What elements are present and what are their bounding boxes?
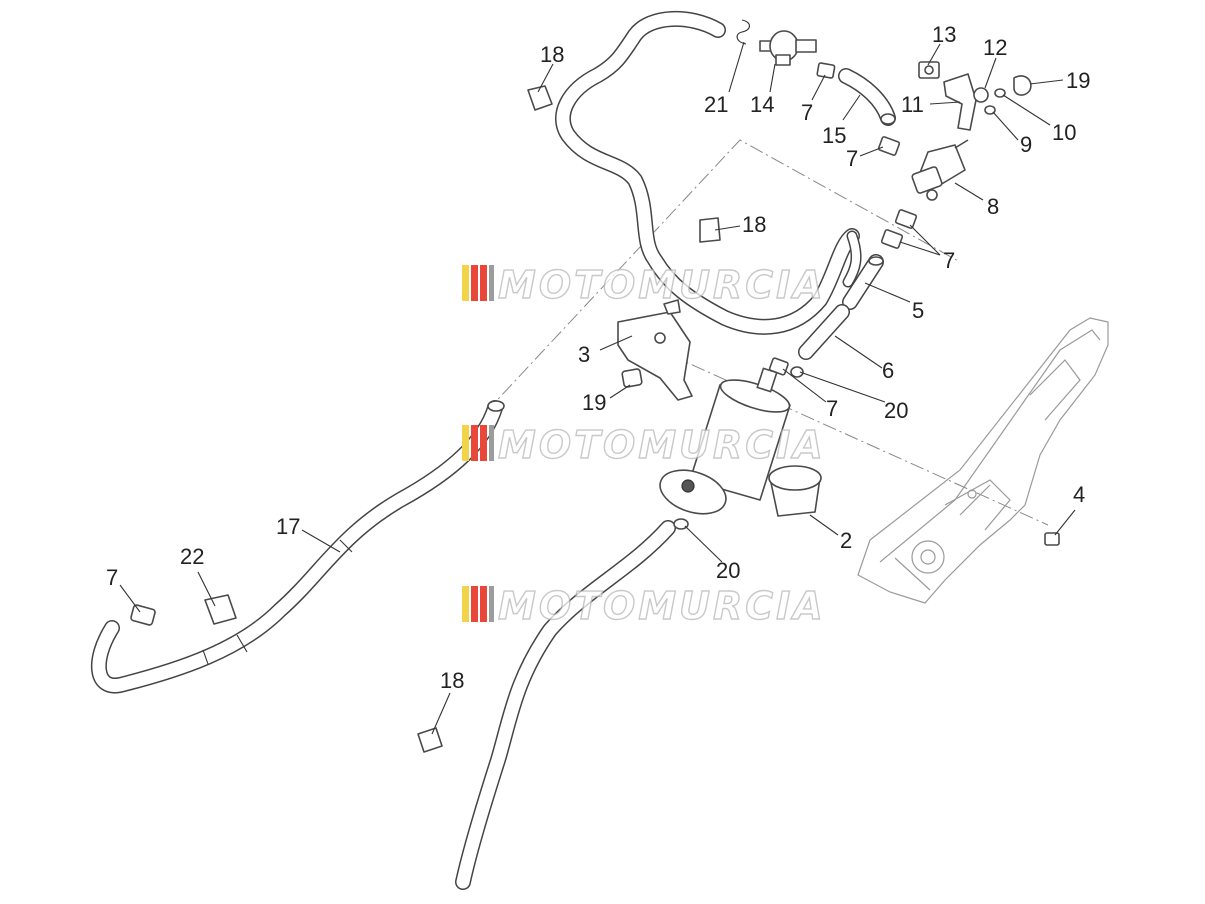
- watermark-top: MOTOMURCIA: [462, 262, 826, 308]
- watermark-bottom: MOTOMURCIA: [462, 583, 826, 629]
- callout-22: 22: [180, 544, 204, 569]
- fasteners-upper-right: [973, 75, 1032, 115]
- watermark-stripe-3: [480, 265, 487, 301]
- spring-clip-21: [736, 19, 751, 45]
- watermark-stripe-1: [462, 425, 469, 461]
- watermark-stripe-4: [489, 425, 494, 461]
- callout-8: 8: [987, 194, 999, 219]
- callout-7-right: 7: [943, 248, 955, 273]
- watermark-stripe-3: [480, 586, 487, 622]
- callout-6: 6: [882, 358, 894, 383]
- watermark-stripe-1: [462, 265, 469, 301]
- callout-21: 21: [704, 92, 728, 117]
- support-cup-2: [768, 465, 822, 517]
- leader-lines: [119, 41, 1076, 735]
- callout-labels: 18 21 14 7 15 13 12 19 11 10 9 7 8 18 7 …: [106, 22, 1090, 693]
- valve-14: [759, 30, 817, 66]
- watermark-stripe-2: [471, 425, 478, 461]
- solenoid-valve-8: [911, 139, 969, 201]
- watermark-text: MOTOMURCIA: [498, 423, 826, 467]
- watermark-middle: MOTOMURCIA: [462, 422, 826, 468]
- callout-18-mid: 18: [742, 212, 766, 237]
- callout-5: 5: [912, 298, 924, 323]
- bracket-3: [617, 299, 693, 401]
- callout-3: 3: [578, 342, 590, 367]
- upper-loop-hose: [555, 11, 862, 335]
- watermark-stripe-2: [471, 265, 478, 301]
- watermark-stripe-2: [471, 586, 478, 622]
- hose-17: [90, 400, 505, 694]
- callout-10: 10: [1052, 120, 1076, 145]
- callout-7-canister: 7: [826, 396, 838, 421]
- callout-9: 9: [1020, 132, 1032, 157]
- callout-14: 14: [750, 92, 774, 117]
- hose-15: [838, 68, 896, 126]
- watermark-stripe-3: [480, 425, 487, 461]
- callout-19-top: 19: [1066, 68, 1090, 93]
- watermark-stripe-1: [462, 586, 469, 622]
- lower-hose: [455, 520, 676, 890]
- clamp-19: [621, 368, 643, 388]
- callout-19-lower: 19: [582, 390, 606, 415]
- callout-13: 13: [932, 22, 956, 47]
- bolt-4: [1044, 532, 1060, 546]
- hose-6: [798, 304, 850, 360]
- rings-20: [673, 366, 804, 530]
- connector-22: [204, 594, 237, 625]
- watermark-text: MOTOMURCIA: [498, 263, 826, 307]
- callout-7-mid: 7: [846, 146, 858, 171]
- callout-15: 15: [822, 123, 846, 148]
- callout-12: 12: [983, 35, 1007, 60]
- hose-clamps: [130, 62, 918, 626]
- frame-bracket: [857, 317, 1109, 604]
- callout-7-left: 7: [106, 565, 118, 590]
- watermark-stripe-4: [489, 586, 494, 622]
- callout-17: 17: [276, 514, 300, 539]
- callout-7-top: 7: [801, 100, 813, 125]
- callout-2: 2: [840, 528, 852, 553]
- watermark-text: MOTOMURCIA: [498, 584, 826, 628]
- charcoal-canister: [659, 367, 791, 515]
- reference-lines: [485, 139, 1049, 526]
- callout-18-bottom: 18: [440, 668, 464, 693]
- callout-18-top: 18: [540, 42, 564, 67]
- callout-20-top: 20: [884, 398, 908, 423]
- callout-4: 4: [1073, 482, 1085, 507]
- watermark-stripe-4: [489, 265, 494, 301]
- callout-20-lower: 20: [716, 558, 740, 583]
- clips-18: [417, 85, 721, 753]
- nut-13: [918, 61, 940, 79]
- callout-11: 11: [901, 92, 924, 117]
- hose-5: [842, 254, 884, 310]
